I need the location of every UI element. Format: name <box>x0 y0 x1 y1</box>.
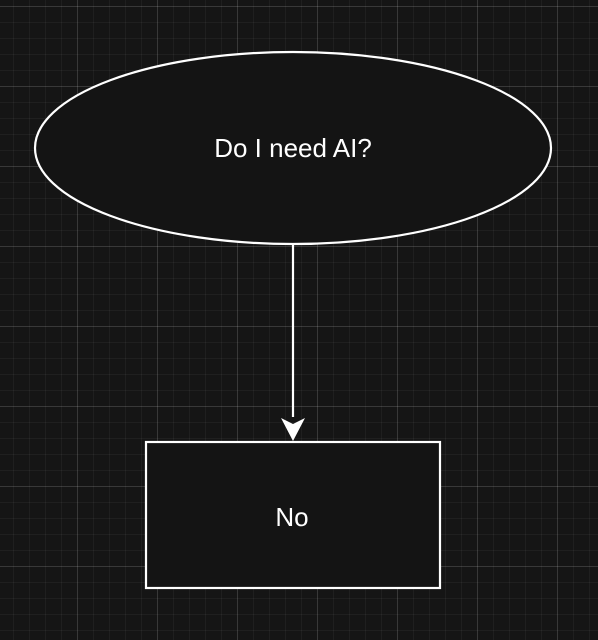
node-no[interactable]: No <box>144 440 442 590</box>
rectangle-shape <box>144 440 442 590</box>
edge-question-to-answer[interactable] <box>281 244 305 441</box>
arrowhead-icon <box>281 418 305 441</box>
answer-label: No <box>275 502 308 532</box>
node-do-i-need-ai[interactable]: Do I need AI? <box>33 50 553 246</box>
ellipse-shape <box>33 50 553 246</box>
question-label: Do I need AI? <box>214 133 372 163</box>
